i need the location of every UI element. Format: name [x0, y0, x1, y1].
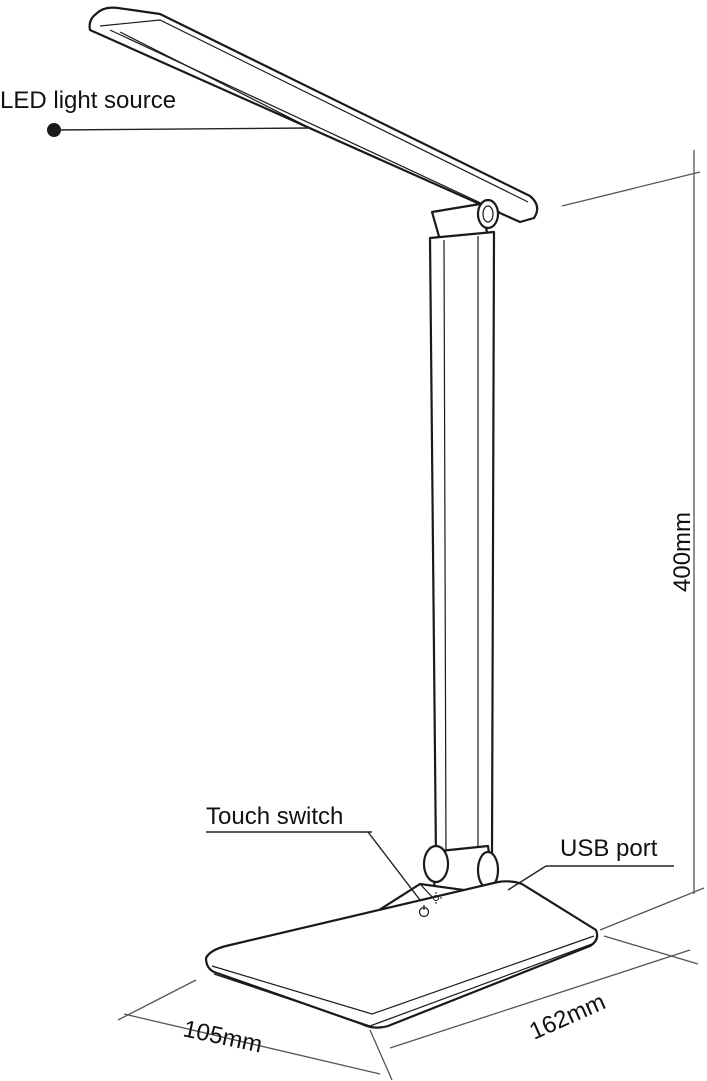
lamp-base	[204, 880, 599, 1029]
depth-label: 162mm	[525, 988, 609, 1045]
power-icon[interactable]	[418, 905, 430, 918]
width-label: 105mm	[181, 1015, 265, 1058]
lamp-arm	[428, 230, 496, 862]
led-label: LED light source	[0, 87, 176, 114]
height-label: 400mm	[669, 512, 696, 592]
lamp-head	[88, 6, 539, 224]
touch-label: Touch switch	[206, 803, 343, 830]
touch-callout: Touch switch	[206, 803, 421, 901]
led-callout: LED light source	[0, 87, 311, 137]
height-dimension: 400mm	[561, 150, 705, 931]
usb-callout: USB port	[507, 835, 674, 891]
brightness-icon[interactable]	[430, 892, 442, 904]
usb-label: USB port	[560, 835, 658, 862]
